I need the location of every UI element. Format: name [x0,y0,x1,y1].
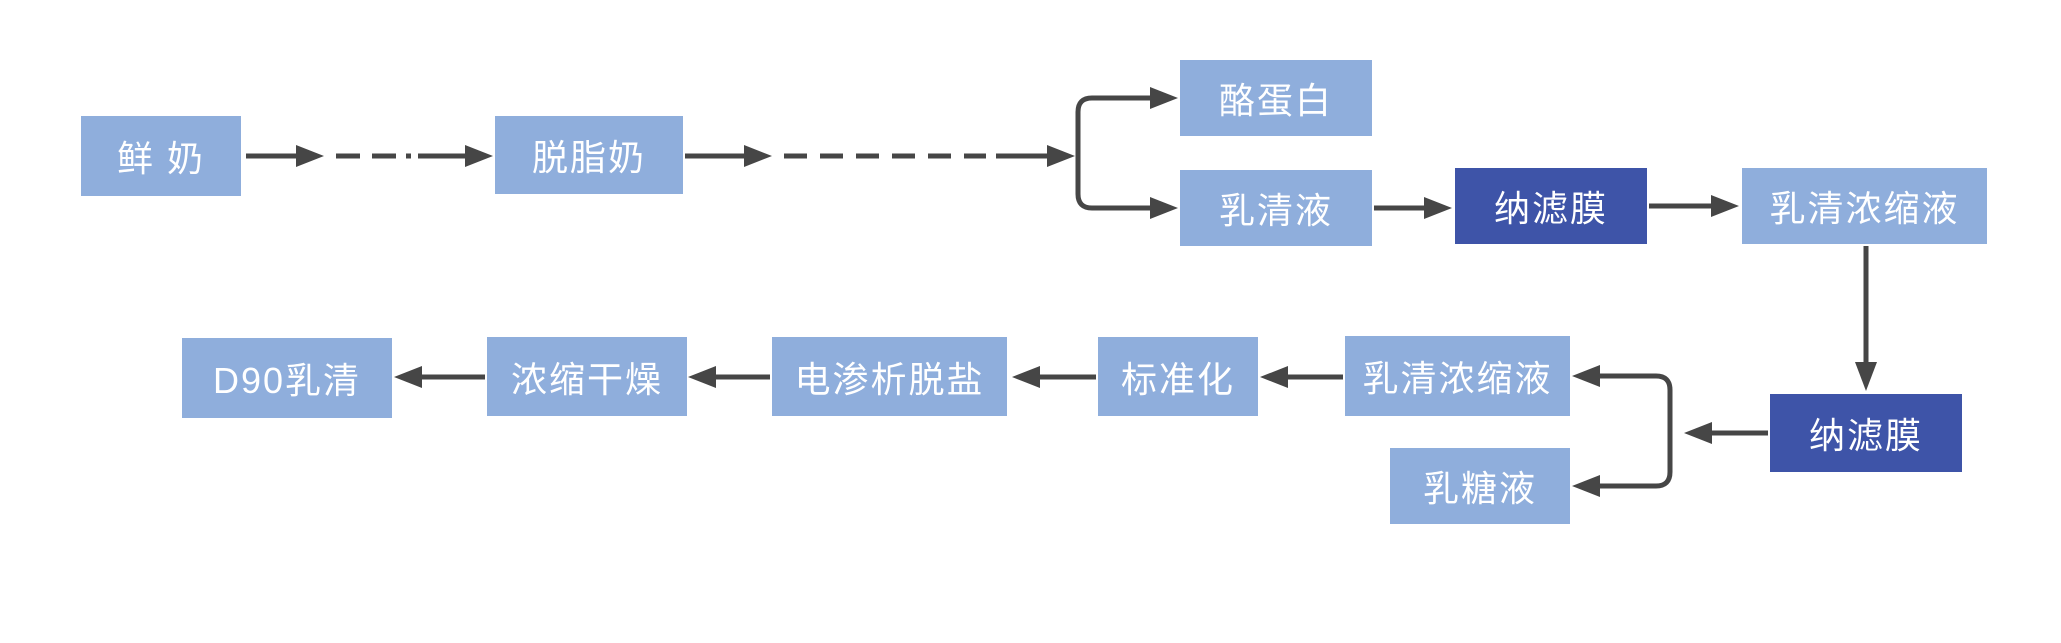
edge-skim-milk-to-branch-1 [685,145,1075,167]
node-standardization: 标准化 [1098,337,1258,416]
edge-standardization-to-electrodialysis [1012,366,1096,388]
node-whey-concentrate-2: 乳清浓缩液 [1345,336,1570,416]
edge-electrodialysis-to-concentration-drying [688,366,770,388]
node-whey-concentrate-1: 乳清浓缩液 [1742,168,1987,244]
node-concentration-drying: 浓缩干燥 [487,337,687,416]
edge-nanofiltration-2-to-branch-2 [1684,422,1768,444]
node-skim-milk: 脱脂奶 [495,116,683,194]
node-casein: 酪蛋白 [1180,60,1372,136]
edge-branch-1-to-casein-and-whey-liquid [1075,87,1178,219]
edge-whey-liquid-to-nanofiltration-1 [1374,197,1452,219]
node-d90-whey: D90乳清 [182,338,392,418]
node-lactose-liquid: 乳糖液 [1390,448,1570,524]
edge-branch-2-to-whey-concentrate-2-and-lactose [1572,365,1673,497]
edge-whey-concentrate-1-to-nanofiltration-2 [1855,246,1877,391]
node-whey-liquid: 乳清液 [1180,170,1372,246]
edge-nanofiltration-1-to-whey-concentrate-1 [1649,195,1739,217]
node-nanofiltration-membrane-2: 纳滤膜 [1770,394,1962,472]
edge-concentration-drying-to-d90-whey [394,366,485,388]
node-electrodialysis-desalination: 电渗析脱盐 [772,337,1007,416]
edge-fresh-milk-to-skim-milk [246,145,493,167]
edge-whey-concentrate-2-to-standardization [1260,366,1343,388]
node-fresh-milk: 鲜 奶 [81,116,241,196]
node-nanofiltration-membrane-1: 纳滤膜 [1455,168,1647,244]
